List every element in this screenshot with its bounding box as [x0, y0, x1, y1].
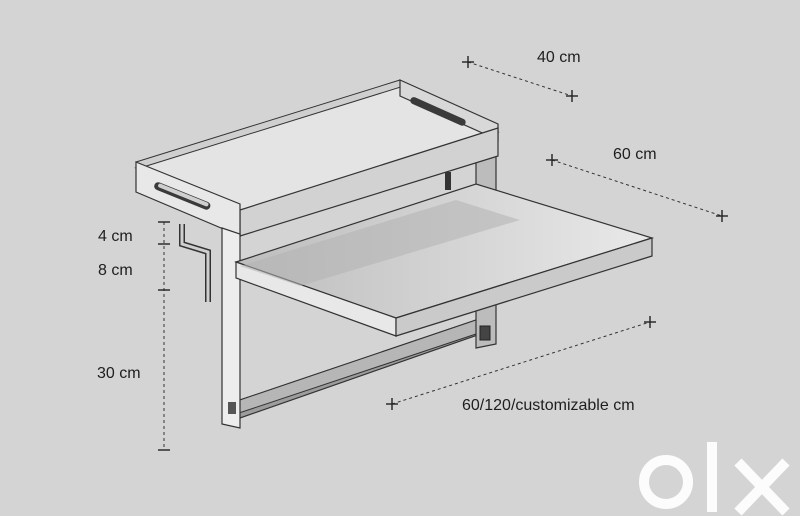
tray [134, 79, 500, 237]
dimension-ticks [158, 56, 728, 451]
table-top [234, 183, 655, 337]
dimension-label-tray-to-table-gap: 8 cm [98, 262, 133, 279]
bracket-hooks [179, 172, 451, 302]
dimension-label-table-width: 60/120/customizable cm [462, 397, 635, 414]
left-front-post [221, 227, 241, 429]
dimension-label-table-depth: 60 cm [613, 146, 657, 163]
bottom-support-bar [233, 319, 494, 419]
dimension-label-table-to-bar-height: 30 cm [97, 365, 141, 382]
olx-watermark-logo [636, 436, 800, 516]
dimension-label-tray-depth: 40 cm [537, 49, 581, 66]
dimension-label-tray-rim-height: 4 cm [98, 228, 133, 245]
dimension-lines [163, 61, 723, 450]
